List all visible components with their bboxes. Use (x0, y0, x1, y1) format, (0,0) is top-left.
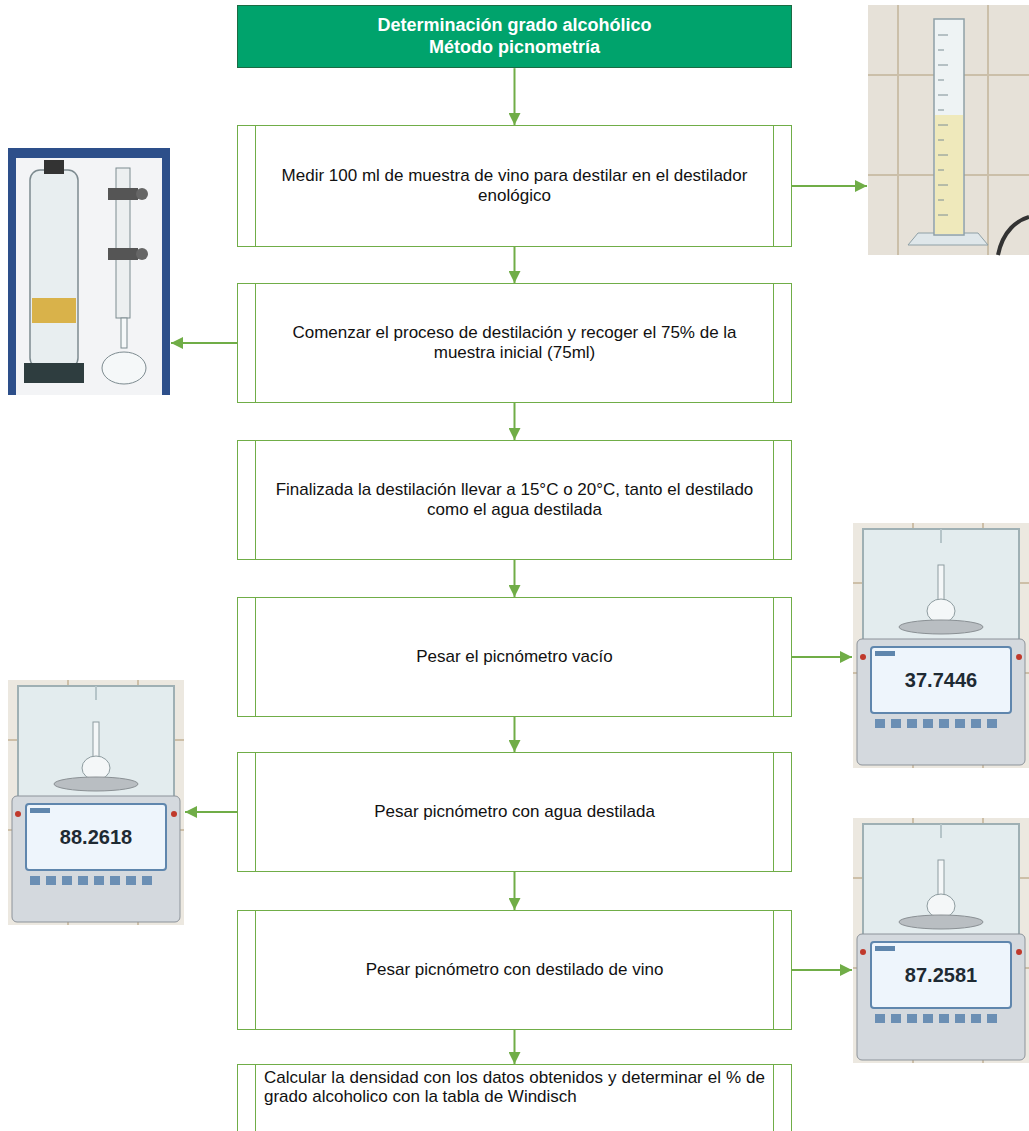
step-text: Calcular la densidad con los datos obten… (238, 1068, 791, 1106)
flow-arrow (514, 717, 516, 752)
illustration-part (935, 115, 963, 234)
illustration-part (8, 148, 16, 395)
step-text: Pesar el picnómetro vacío (238, 647, 791, 667)
flow-arrow (514, 1030, 516, 1064)
illustration-part (121, 318, 127, 348)
flow-arrow (514, 872, 516, 910)
side-bar (773, 598, 774, 716)
illustration-part (30, 170, 78, 368)
illustration-part (108, 188, 138, 200)
balance-photo (853, 818, 1029, 1063)
illustration-part (32, 298, 76, 323)
flow-arrow (514, 68, 516, 125)
illustration-part (108, 248, 138, 260)
side-bar (773, 126, 774, 246)
illustration-part (24, 363, 84, 383)
side-bar (255, 284, 256, 402)
distiller-photo (8, 148, 170, 395)
balance-reading: 37.7446 (871, 668, 1011, 692)
side-bar (255, 441, 256, 559)
illustration-part (934, 19, 964, 235)
flow-arrow (514, 403, 516, 440)
photo-arrows (171, 186, 867, 970)
illustration-part (868, 5, 1029, 255)
illustration-part (8, 148, 170, 395)
step-text: Comenzar el proceso de destilación y rec… (238, 323, 791, 364)
side-bar (255, 1065, 256, 1131)
process-box: Pesar picnómetro con agua destilada (237, 752, 792, 872)
balance-photo (853, 523, 1029, 768)
illustration-part (171, 342, 237, 344)
illustration-part (792, 185, 867, 187)
side-bar (255, 753, 256, 871)
illustration-part (185, 811, 237, 813)
flow-arrow (514, 560, 516, 597)
title-text: Determinación grado alcohólico Método pi… (350, 15, 680, 58)
process-box: Pesar el picnómetro vacío (237, 597, 792, 717)
step-text: Finalizada la destilación llevar a 15°C … (238, 480, 791, 521)
illustration-part (162, 148, 170, 395)
process-box: Pesar picnómetro con destilado de vino (237, 910, 792, 1030)
illustration-part (136, 248, 148, 260)
side-bar (773, 284, 774, 402)
step-text: Pesar picnómetro con destilado de vino (238, 960, 791, 980)
illustration-part (136, 188, 148, 200)
side-bar (255, 126, 256, 246)
side-bar (255, 598, 256, 716)
illustration-part (792, 969, 852, 971)
illustration-part (792, 656, 852, 658)
side-bar (773, 1065, 774, 1131)
illustration-part (938, 35, 948, 215)
illustration-part (8, 148, 170, 158)
step-text: Medir 100 ml de muestra de vino para des… (238, 166, 791, 207)
illustration-part (102, 352, 146, 384)
cylinder-photo (868, 5, 1029, 255)
step-text: Pesar picnómetro con agua destilada (238, 802, 791, 822)
side-bar (255, 911, 256, 1029)
balance-photo (8, 680, 184, 925)
process-box: Calcular la densidad con los datos obten… (237, 1064, 792, 1131)
illustration-part (868, 5, 1029, 255)
side-bar (773, 441, 774, 559)
illustration-part (998, 217, 1029, 255)
illustration-part (44, 160, 64, 174)
side-bar (773, 753, 774, 871)
side-bar (773, 911, 774, 1029)
process-box: Medir 100 ml de muestra de vino para des… (237, 125, 792, 247)
balance-reading: 88.2618 (26, 825, 166, 849)
title-box: Determinación grado alcohólico Método pi… (237, 5, 792, 68)
process-box: Comenzar el proceso de destilación y rec… (237, 283, 792, 403)
process-box: Finalizada la destilación llevar a 15°C … (237, 440, 792, 560)
balance-reading: 87.2581 (871, 963, 1011, 987)
flow-arrow (514, 247, 516, 283)
